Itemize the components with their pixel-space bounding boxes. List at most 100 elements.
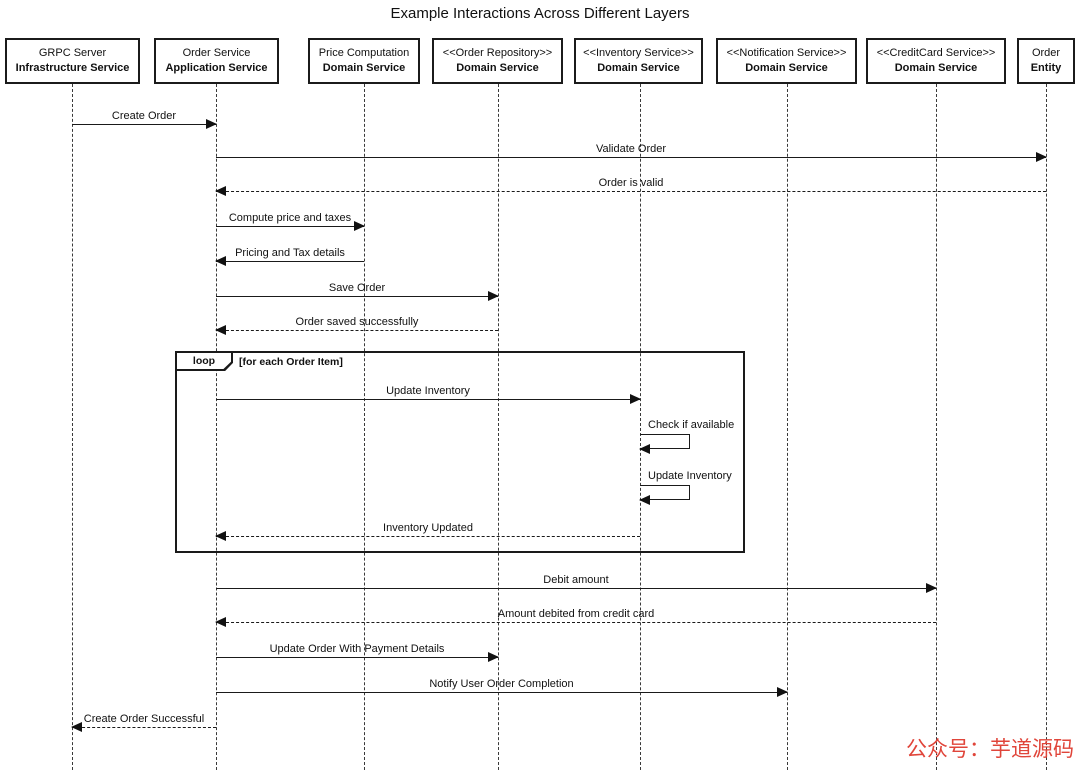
- message-update-inventory: Update Inventory: [216, 380, 641, 404]
- selfmessage-update-inventory: Update Inventory: [639, 470, 740, 505]
- message-validate-order: Validate Order: [216, 138, 1047, 162]
- message-label: Compute price and taxes: [228, 212, 352, 224]
- arrowhead-icon: [630, 394, 641, 404]
- participant-notification-service: <<Notification Service>> Domain Service: [716, 38, 857, 84]
- message-line: [216, 261, 364, 262]
- message-label: Inventory Updated: [383, 522, 473, 534]
- arrowhead-icon: [206, 119, 217, 129]
- message-label: Notify User Order Completion: [429, 678, 574, 690]
- message-label: Debit amount: [543, 574, 609, 586]
- arrowhead-icon: [215, 617, 226, 627]
- message-line: [216, 692, 787, 693]
- lifeline-price-computation: [364, 84, 365, 770]
- lifeline-order-service: [216, 84, 217, 770]
- message-update-order-payment: Update Order With Payment Details: [216, 638, 499, 662]
- message-label: Update Order With Payment Details: [269, 643, 445, 655]
- message-notify-user: Notify User Order Completion: [216, 673, 788, 697]
- message-label: Create Order Successful: [83, 713, 205, 725]
- lifeline-inventory-service: [640, 84, 641, 770]
- participant-name: <<CreditCard Service>>: [876, 46, 996, 59]
- message-label: Amount debited from credit card: [497, 608, 655, 620]
- participant-layer: Entity: [1030, 62, 1062, 74]
- participant-name: <<Order Repository>>: [442, 46, 553, 59]
- message-label: Pricing and Tax details: [235, 247, 345, 259]
- message-line: [216, 191, 1046, 192]
- lifeline-grpc-server: [72, 84, 73, 770]
- message-label: Update Inventory: [386, 385, 470, 397]
- message-line: [216, 296, 498, 297]
- message-line: [216, 157, 1046, 158]
- participant-name: <<Notification Service>>: [726, 46, 847, 59]
- message-line: [72, 727, 216, 728]
- arrowhead-icon: [926, 583, 937, 593]
- message-line: [216, 330, 498, 331]
- message-create-order: Create Order: [72, 105, 217, 129]
- message-save-order: Save Order: [216, 277, 499, 301]
- message-order-saved: Order saved successfully: [215, 311, 498, 335]
- message-label: Update Inventory: [648, 470, 732, 482]
- loop-tag-label: loop: [177, 353, 231, 369]
- arrowhead-icon: [215, 325, 226, 335]
- message-label: Create Order: [111, 110, 177, 122]
- participant-layer: Application Service: [165, 62, 268, 74]
- participant-name: Order Service: [182, 46, 251, 59]
- loop-condition: [for each Order Item]: [239, 356, 343, 368]
- lifeline-order-repository: [498, 84, 499, 770]
- participant-inventory-service: <<Inventory Service>> Domain Service: [574, 38, 703, 84]
- participant-layer: Domain Service: [597, 62, 680, 74]
- lifeline-notification-service: [787, 84, 788, 770]
- participant-layer: Domain Service: [322, 62, 406, 74]
- message-line: [216, 622, 936, 623]
- message-label: Order is valid: [598, 177, 664, 189]
- participant-layer: Domain Service: [894, 62, 978, 74]
- arrowhead-icon: [639, 444, 650, 454]
- message-line: [216, 657, 498, 658]
- participant-grpc-server: GRPC Server Infrastructure Service: [5, 38, 140, 84]
- arrowhead-icon: [215, 256, 226, 266]
- participant-creditcard-service: <<CreditCard Service>> Domain Service: [866, 38, 1006, 84]
- message-line: [72, 124, 216, 125]
- message-line: [216, 536, 640, 537]
- diagram-title: Example Interactions Across Different La…: [390, 5, 690, 22]
- message-compute-price: Compute price and taxes: [216, 207, 365, 231]
- message-label: Save Order: [328, 282, 386, 294]
- message-line: [216, 588, 936, 589]
- arrowhead-icon: [488, 291, 499, 301]
- arrowhead-icon: [354, 221, 365, 231]
- participant-order-service: Order Service Application Service: [154, 38, 279, 84]
- participant-name: GRPC Server: [38, 46, 107, 59]
- arrowhead-icon: [488, 652, 499, 662]
- lifeline-creditcard-service: [936, 84, 937, 770]
- message-label: Validate Order: [595, 143, 667, 155]
- message-label: Check if available: [648, 419, 735, 431]
- participant-order-repository: <<Order Repository>> Domain Service: [432, 38, 563, 84]
- message-pricing-details: Pricing and Tax details: [215, 242, 364, 266]
- self-message-line: [640, 434, 690, 449]
- arrowhead-icon: [639, 495, 650, 505]
- watermark-text: 公众号：芋道源码: [906, 738, 1074, 761]
- participant-layer: Domain Service: [745, 62, 828, 74]
- message-debit-amount: Debit amount: [216, 569, 937, 593]
- arrowhead-icon: [1036, 152, 1047, 162]
- message-create-order-successful: Create Order Successful: [71, 708, 216, 732]
- message-line: [216, 399, 640, 400]
- participant-layer: Domain Service: [456, 62, 539, 74]
- participant-name: <<Inventory Service>>: [583, 46, 694, 59]
- message-label: Order saved successfully: [295, 316, 419, 328]
- participant-name: Order: [1031, 46, 1061, 59]
- participant-order-entity: Order Entity: [1017, 38, 1075, 84]
- participant-name: Price Computation: [318, 46, 410, 59]
- selfmessage-check-if-available: Check if available: [639, 419, 740, 454]
- arrowhead-icon: [71, 722, 82, 732]
- lifeline-order-entity: [1046, 84, 1047, 770]
- message-order-is-valid: Order is valid: [215, 172, 1046, 196]
- participant-layer: Infrastructure Service: [15, 62, 130, 74]
- arrowhead-icon: [215, 531, 226, 541]
- participant-price-computation: Price Computation Domain Service: [308, 38, 420, 84]
- arrowhead-icon: [215, 186, 226, 196]
- self-message-line: [640, 485, 690, 500]
- message-inventory-updated: Inventory Updated: [215, 517, 640, 541]
- loop-fragment: loop [for each Order Item]: [175, 351, 745, 553]
- message-line: [216, 226, 364, 227]
